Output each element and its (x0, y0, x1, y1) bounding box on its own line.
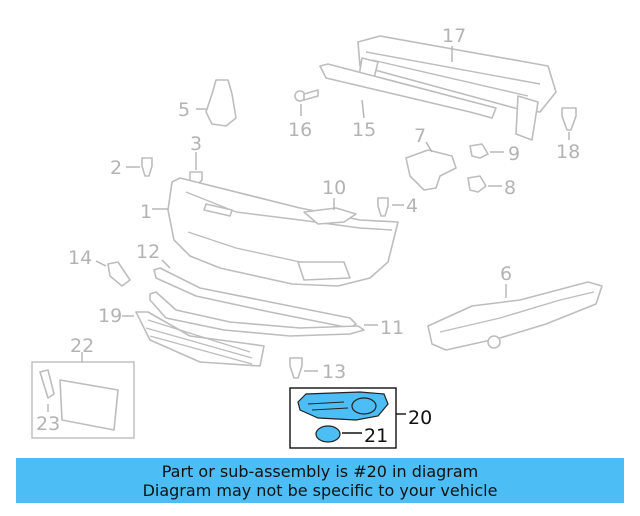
part-5-bag (196, 79, 237, 127)
callout-6: 6 (500, 263, 512, 285)
callout-7: 7 (414, 125, 426, 147)
callout-18: 18 (556, 141, 580, 163)
part-6-absorber (427, 281, 603, 351)
callout-8: 8 (504, 177, 516, 199)
part-9-screw (469, 143, 504, 159)
part-13-bolt (289, 357, 318, 379)
part-10-bracket (303, 198, 357, 225)
part-2-screw (126, 157, 153, 177)
part-11-trim-strip (149, 291, 378, 337)
part-8-nut (467, 175, 502, 193)
part-7-bracket (405, 141, 457, 191)
callout-22: 22 (70, 335, 94, 357)
banner-line-2: Diagram may not be specific to your vehi… (142, 480, 498, 500)
part-4-bolt (377, 197, 404, 217)
info-banner: Part or sub-assembly is #20 in diagram D… (16, 458, 624, 503)
callout-5: 5 (178, 99, 190, 121)
part-20-fog-lamp-bezel (289, 387, 406, 449)
callout-17: 17 (442, 25, 466, 47)
part-22-license-assembly (31, 352, 135, 439)
callout-13: 13 (322, 361, 346, 383)
callout-15: 15 (352, 119, 376, 141)
callout-1: 1 (140, 201, 152, 223)
part-12-lower-molding (153, 259, 357, 329)
part-19-grille (122, 311, 265, 367)
callout-12: 12 (136, 241, 160, 263)
callout-3: 3 (190, 133, 202, 155)
part-21-fog-lamp-ring (315, 425, 362, 443)
part-15-upper-strip (319, 63, 497, 119)
part-17-reinforcement-bar (357, 35, 557, 141)
callout-4: 4 (406, 195, 418, 217)
callout-19: 19 (98, 305, 122, 327)
callout-10: 10 (322, 177, 346, 199)
callout-23: 23 (36, 413, 60, 435)
callout-16: 16 (288, 119, 312, 141)
callout-11: 11 (380, 317, 404, 339)
part-1-bumper-cover (152, 177, 399, 287)
callout-14: 14 (68, 247, 92, 269)
banner-line-1: Part or sub-assembly is #20 in diagram (161, 461, 479, 481)
part-14-bracket (95, 260, 131, 287)
callout-2: 2 (110, 157, 122, 179)
part-18-bolt (561, 107, 577, 140)
callout-20: 20 (408, 407, 432, 429)
part-16-bolt (294, 89, 319, 116)
callout-9: 9 (508, 143, 520, 165)
callout-21: 21 (364, 425, 388, 447)
